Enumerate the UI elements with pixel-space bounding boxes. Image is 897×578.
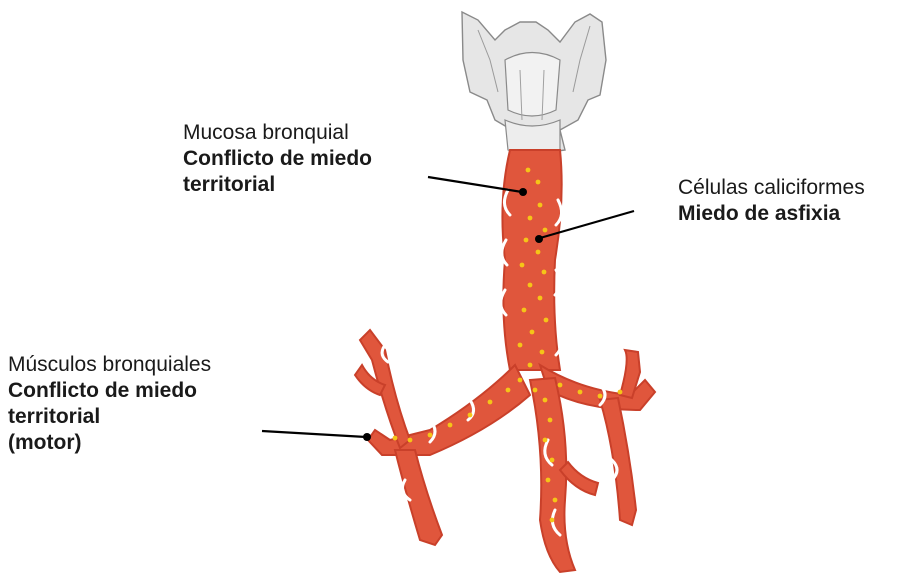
leader-dot-mucosa [519,188,527,196]
larynx-illustration [462,12,606,156]
label-caliciformes-conflict-line1: Miedo de asfixia [678,201,865,227]
label-mucosa-bronquial: Mucosa bronquial Conflicto de miedo terr… [183,120,372,198]
label-mucosa-conflict-line2: territorial [183,172,372,198]
label-musculos-conflict-line1: Conflicto de miedo [8,378,211,404]
leader-dot-musculos [363,433,371,441]
label-musculos-conflict-line3: (motor) [8,430,211,456]
label-musculos-bronquiales: Músculos bronquiales Conflicto de miedo … [8,352,211,456]
label-musculos-conflict-line2: territorial [8,404,211,430]
label-caliciformes-name: Células caliciformes [678,175,865,201]
bronchi-illustration [355,150,655,572]
label-mucosa-name: Mucosa bronquial [183,120,372,146]
leader-dot-caliciformes [535,235,543,243]
leader-line-musculos [262,431,366,437]
label-celulas-caliciformes: Células caliciformes Miedo de asfixia [678,175,865,227]
label-mucosa-conflict-line1: Conflicto de miedo [183,146,372,172]
label-musculos-name: Músculos bronquiales [8,352,211,378]
